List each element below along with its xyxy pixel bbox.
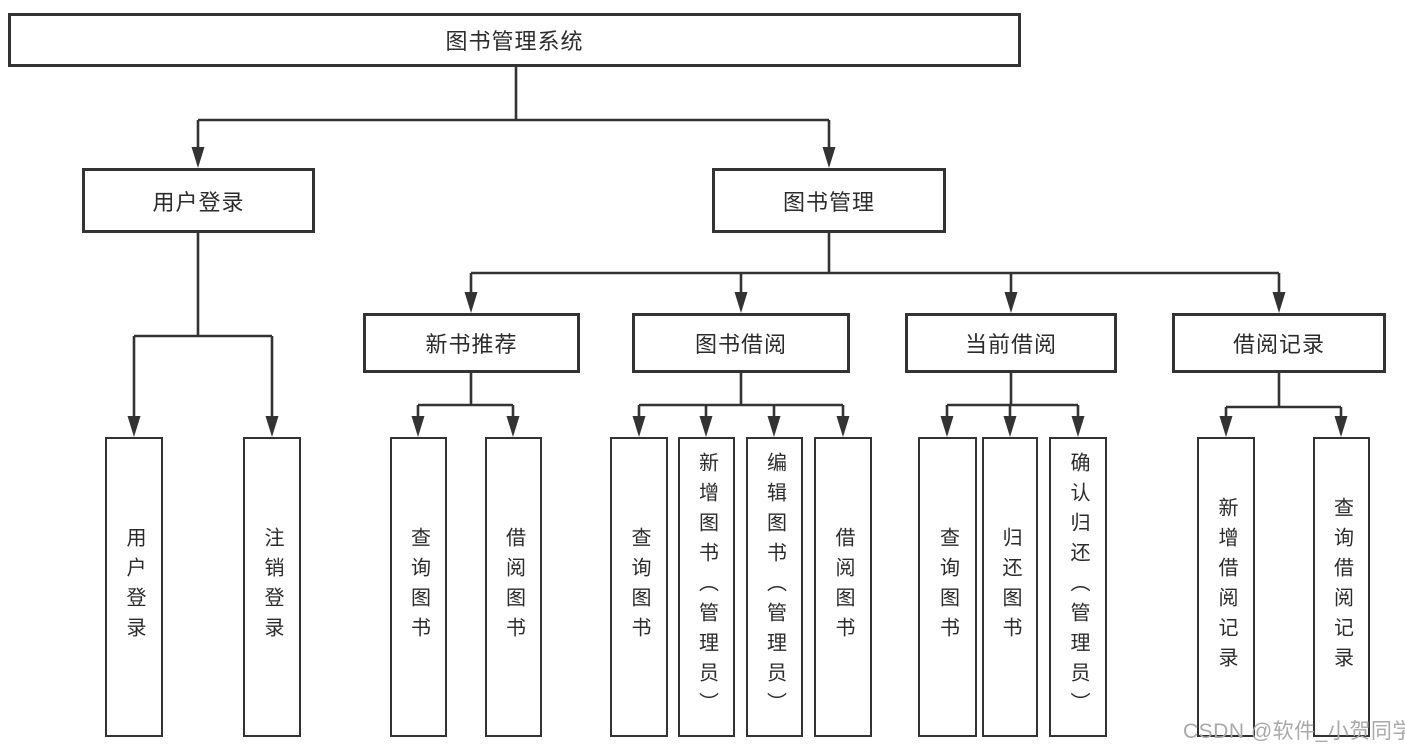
leaf-query-books-current: 查询图书 bbox=[918, 437, 977, 737]
watermark: CSDN @软件_小贺同学 bbox=[1183, 720, 1405, 743]
leaf-query-books-borrow-label: 查询图书 bbox=[628, 527, 650, 647]
leaf-query-books-borrow: 查询图书 bbox=[610, 437, 668, 737]
leaf-confirm-return-admin-label: 确认归还（管理员） bbox=[1067, 452, 1089, 722]
leaf-add-book-admin: 新增图书（管理员） bbox=[678, 437, 735, 737]
node-root: 图书管理系统 bbox=[8, 13, 1021, 67]
node-current-borrow: 当前借阅 bbox=[905, 313, 1117, 373]
node-borrow-records: 借阅记录 bbox=[1172, 313, 1386, 373]
node-current-borrow-label: 当前借阅 bbox=[964, 332, 1057, 357]
leaf-edit-book-admin-label: 编辑图书（管理员） bbox=[763, 452, 786, 722]
leaf-query-books-recommend-label: 查询图书 bbox=[407, 527, 430, 647]
leaf-add-borrow-record-label: 新增借阅记录 bbox=[1215, 497, 1237, 677]
leaf-confirm-return-admin: 确认归还（管理员） bbox=[1049, 437, 1107, 737]
leaf-return-book-label: 归还图书 bbox=[999, 527, 1021, 647]
leaf-borrow-books-label: 借阅图书 bbox=[832, 527, 854, 647]
leaf-query-borrow-record-label: 查询借阅记录 bbox=[1330, 497, 1353, 677]
leaf-add-book-admin-label: 新增图书（管理员） bbox=[695, 452, 718, 722]
node-book-borrow-label: 图书借阅 bbox=[694, 332, 787, 357]
node-book-borrow: 图书借阅 bbox=[632, 313, 850, 373]
leaf-query-borrow-record: 查询借阅记录 bbox=[1313, 437, 1370, 737]
node-root-label: 图书管理系统 bbox=[445, 29, 584, 54]
leaf-borrow-books: 借阅图书 bbox=[814, 437, 872, 737]
leaf-edit-book-admin: 编辑图书（管理员） bbox=[746, 437, 803, 737]
node-user-login-label: 用户登录 bbox=[152, 189, 245, 215]
node-book-management-label: 图书管理 bbox=[782, 189, 875, 215]
leaf-query-books-current-label: 查询图书 bbox=[936, 527, 959, 647]
leaf-logout-label: 注销登录 bbox=[261, 527, 283, 647]
leaf-logout: 注销登录 bbox=[243, 437, 301, 737]
leaf-borrow-books-recommend-label: 借阅图书 bbox=[502, 527, 525, 647]
leaf-borrow-books-recommend: 借阅图书 bbox=[485, 437, 542, 737]
leaf-user-login-label: 用户登录 bbox=[123, 527, 145, 647]
leaf-query-books-recommend: 查询图书 bbox=[390, 437, 447, 737]
leaf-add-borrow-record: 新增借阅记录 bbox=[1197, 437, 1255, 737]
leaf-return-book: 归还图书 bbox=[982, 437, 1038, 737]
node-borrow-records-label: 借阅记录 bbox=[1232, 332, 1325, 357]
node-user-login: 用户登录 bbox=[82, 168, 315, 233]
node-new-book-recommend-label: 新书推荐 bbox=[425, 332, 518, 357]
node-new-book-recommend: 新书推荐 bbox=[363, 313, 580, 373]
leaf-user-login: 用户登录 bbox=[105, 437, 163, 737]
node-book-management: 图书管理 bbox=[712, 168, 946, 233]
